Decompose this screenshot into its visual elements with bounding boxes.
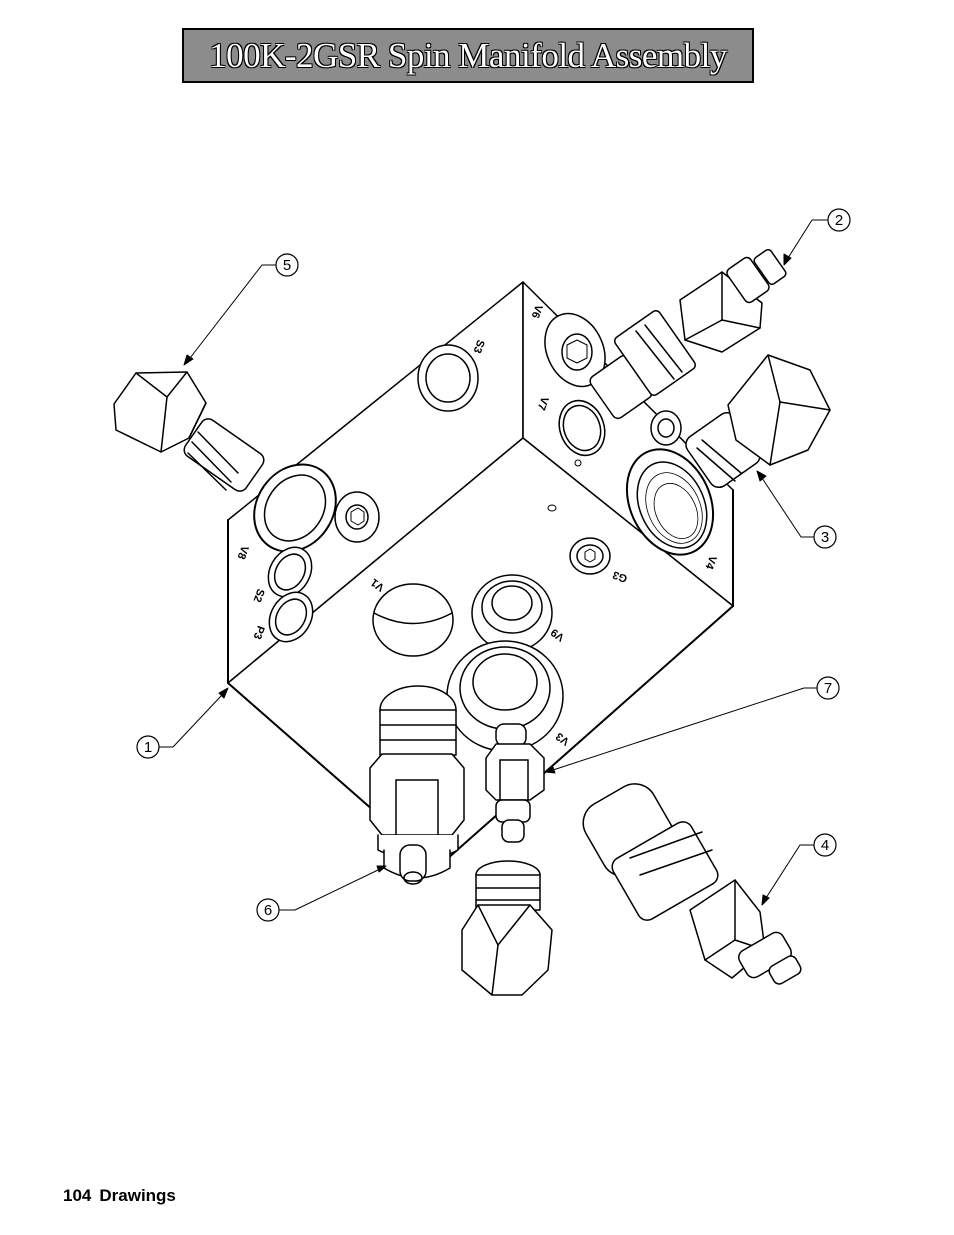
callout-1: 1: [136, 735, 160, 759]
leader-lines: [158, 219, 829, 911]
part-2-cartridge-valve: [589, 248, 787, 420]
port-label-s3: S3: [471, 338, 487, 355]
callout-2-label: 2: [835, 212, 843, 229]
port-label-v8: V8: [235, 544, 251, 561]
title-banner: 100K-2GSR Spin Manifold Assembly: [182, 28, 754, 83]
page-number: 104: [63, 1186, 92, 1205]
callout-6: 6: [256, 898, 280, 922]
left-face-ports: [253, 344, 479, 643]
part-3-hex-plug: [650, 354, 831, 489]
callout-1-label: 1: [144, 739, 152, 756]
bottom-face-ports: [372, 504, 611, 752]
part-7-fitting: [485, 723, 545, 843]
port-label-g3: G3: [611, 568, 629, 584]
callout-7: 7: [816, 676, 840, 700]
port-label-p3: P3: [251, 624, 267, 641]
page-title: 100K-2GSR Spin Manifold Assembly: [209, 35, 727, 75]
part-6-cartridge-valve: [369, 685, 465, 885]
callout-3: 3: [813, 525, 837, 549]
callout-3-label: 3: [821, 529, 829, 546]
callout-5-label: 5: [283, 257, 291, 274]
port-label-v6: V6: [529, 303, 545, 320]
part-5-hex-plug: [113, 371, 265, 492]
part-4-cartridge-valve: [582, 783, 802, 985]
callout-4-label: 4: [821, 837, 829, 854]
page-footer: 104 Drawings: [63, 1186, 184, 1206]
section-name: Drawings: [99, 1186, 176, 1205]
callout-6-label: 6: [264, 902, 272, 919]
port-label-s2: S2: [251, 587, 267, 604]
callout-5: 5: [275, 253, 299, 277]
callout-2: 2: [827, 208, 851, 232]
callout-7-label: 7: [824, 680, 832, 697]
callout-4: 4: [813, 833, 837, 857]
port-label-v7: V7: [535, 395, 551, 412]
port-label-v4: V4: [702, 554, 718, 572]
right-face-ports: [544, 312, 715, 556]
bottom-hex-plug: [461, 860, 553, 996]
